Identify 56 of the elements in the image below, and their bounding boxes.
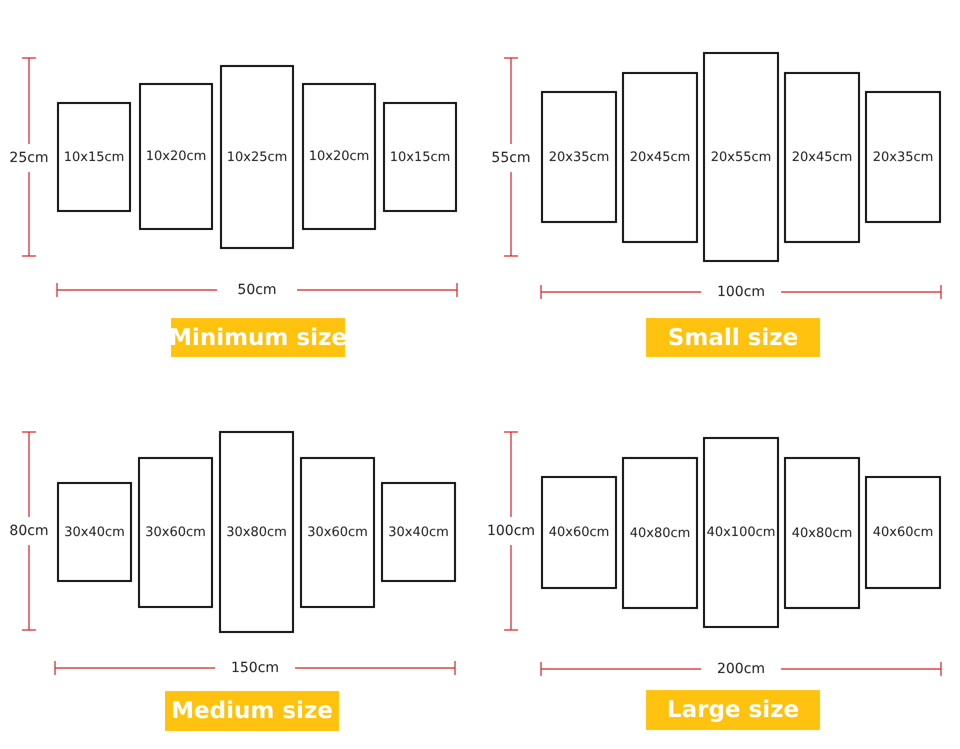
dimension-label: 55cm <box>491 150 531 166</box>
canvas-panel <box>622 72 698 243</box>
dimension-label: 50cm <box>237 282 277 298</box>
dimension-label: 100cm <box>716 284 766 300</box>
size-title: Medium size <box>171 698 333 724</box>
panel-size-label: 40x60cm <box>548 525 610 540</box>
size-banner <box>165 691 339 731</box>
panel-size-label: 40x100cm <box>706 525 776 540</box>
dimension-label: 25cm <box>9 150 49 166</box>
panel-size-label: 20x55cm <box>710 150 772 164</box>
canvas-panel <box>219 431 294 633</box>
canvas-panel <box>300 457 375 608</box>
canvas-panel <box>784 72 860 243</box>
canvas-panel <box>703 52 779 262</box>
canvas-panel <box>138 457 213 608</box>
size-title: Minimum size <box>169 324 347 350</box>
canvas-panel <box>57 102 131 212</box>
size-banner <box>646 318 820 357</box>
panel-size-label: 10x20cm <box>308 149 370 164</box>
canvas-panel <box>383 102 457 212</box>
panel-size-label: 30x40cm <box>388 524 449 540</box>
size-title: Small size <box>668 324 798 350</box>
panel-size-label: 30x60cm <box>307 525 368 540</box>
panel-size-label: 20x35cm <box>872 150 934 164</box>
canvas-panel <box>541 91 617 223</box>
size-banner <box>646 690 820 730</box>
panel-size-label: 10x15cm <box>64 150 124 164</box>
dimension-label: 100cm <box>486 523 536 539</box>
size-title: Large size <box>666 697 800 723</box>
panel-size-label: 10x20cm <box>146 149 206 164</box>
dimension-label: 150cm <box>230 660 280 676</box>
canvas-panel <box>784 457 860 609</box>
canvas-panel <box>541 476 617 589</box>
canvas-panel <box>302 83 376 230</box>
panel-size-label: 30x60cm <box>145 525 206 540</box>
size-banner <box>171 318 345 357</box>
canvas-panel <box>57 482 132 582</box>
panel-size-label: 40x80cm <box>630 526 690 540</box>
panel-size-label: 20x35cm <box>548 150 610 164</box>
canvas-panel <box>865 476 941 589</box>
panel-size-label: 20x45cm <box>630 150 690 165</box>
canvas-panel <box>381 482 456 582</box>
panel-size-label: 20x45cm <box>792 150 852 165</box>
dimension-label: 80cm <box>9 523 49 539</box>
canvas-panel <box>220 65 294 249</box>
canvas-panel <box>865 91 941 223</box>
canvas-panel <box>139 83 213 230</box>
panel-size-label: 10x25cm <box>226 150 288 164</box>
panel-size-label: 30x40cm <box>64 524 125 540</box>
canvas-panel <box>622 457 698 609</box>
dimension-label: 200cm <box>716 661 766 677</box>
canvas-panel <box>703 437 779 628</box>
panel-size-label: 40x60cm <box>872 525 934 540</box>
panel-size-label: 40x80cm <box>792 526 852 540</box>
panel-size-label: 30x80cm <box>226 524 287 540</box>
panel-size-label: 10x15cm <box>390 150 450 164</box>
